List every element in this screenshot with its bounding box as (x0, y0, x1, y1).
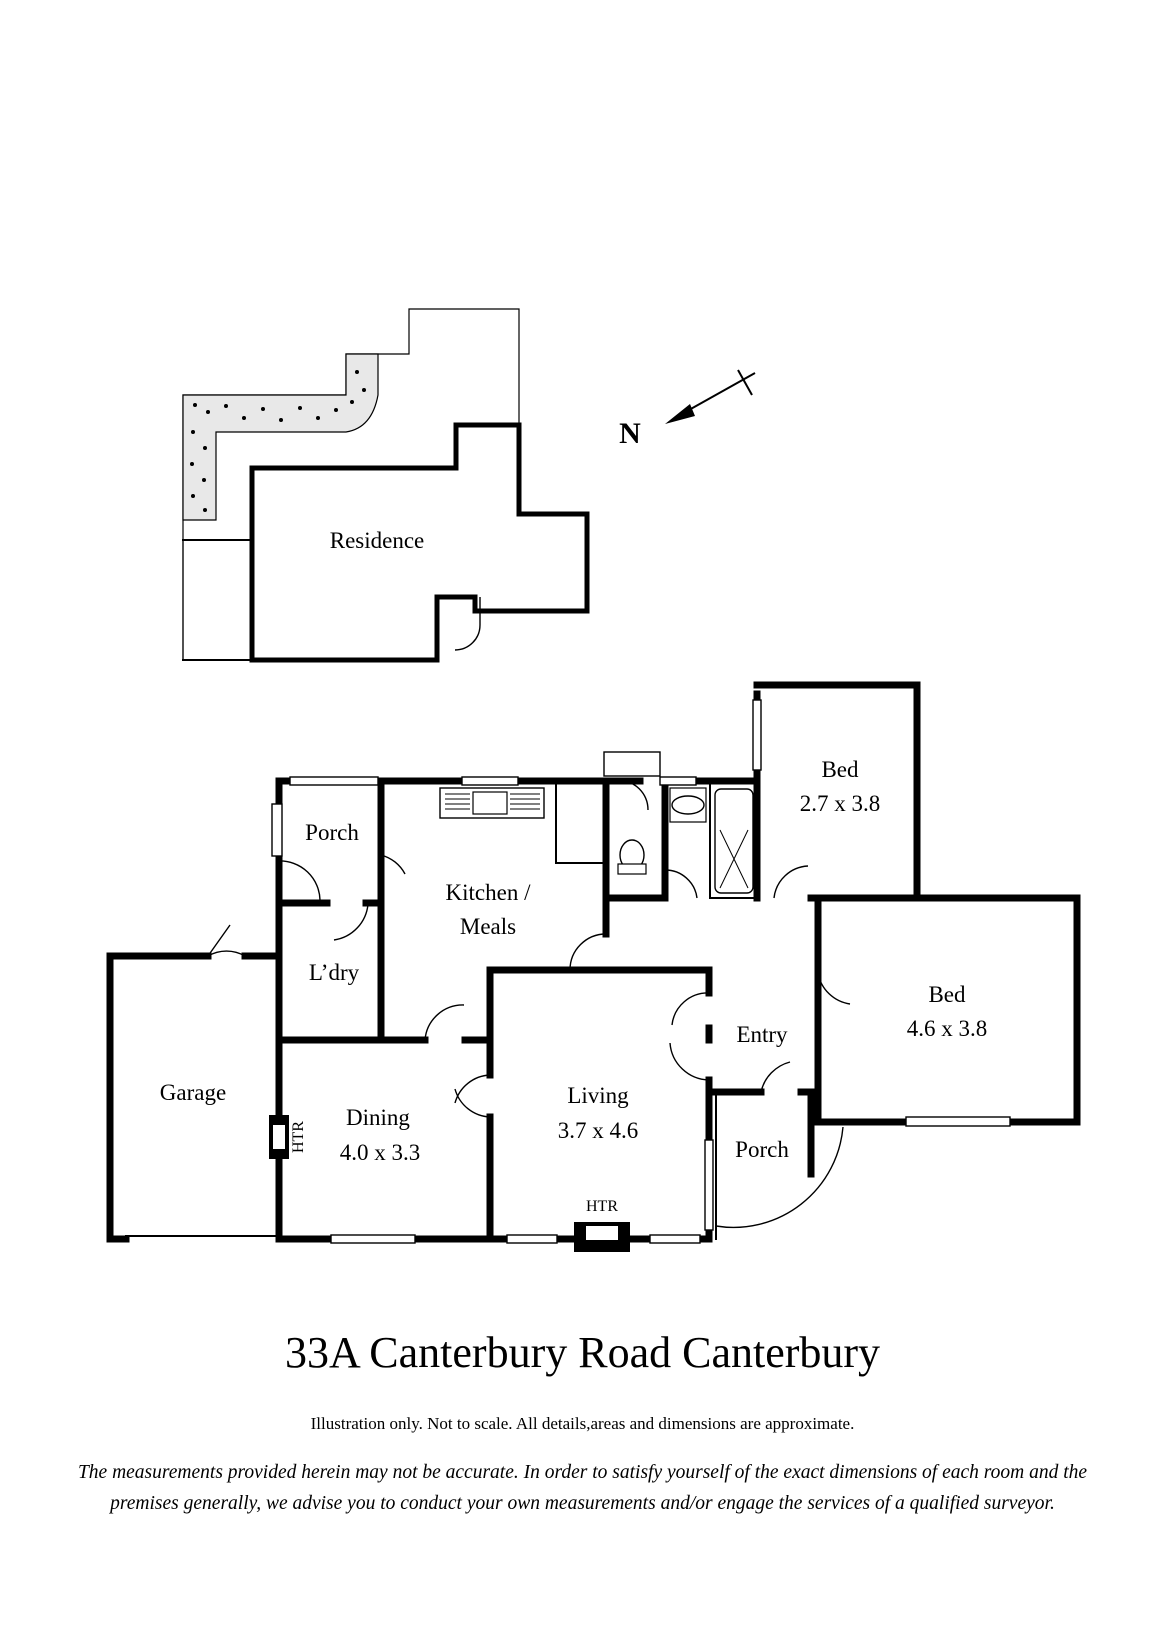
bed2-walls (807, 894, 1081, 1126)
bed2-label: Bed (928, 982, 966, 1007)
north-arrow: N (619, 369, 756, 450)
garage-label: Garage (160, 1080, 226, 1105)
kitchen-label-line1: Kitchen / (446, 880, 532, 905)
living-label: Living (567, 1083, 629, 1108)
porch-front-label: Porch (735, 1137, 789, 1162)
dining-size: 4.0 x 3.3 (340, 1140, 421, 1165)
north-label: N (619, 417, 641, 450)
kitchen-label-line2: Meals (460, 914, 516, 939)
laundry-label: L’dry (309, 960, 360, 985)
garden-bed (182, 353, 379, 521)
garage-walls (106, 952, 283, 1243)
garden-plants (190, 370, 366, 512)
bed1-label: Bed (821, 757, 859, 782)
measurement-note-line1: The measurements provided herein may not… (77, 1462, 1088, 1483)
heater-dining-label: HTR (290, 1121, 307, 1153)
bed1-size: 2.7 x 3.8 (800, 791, 881, 816)
living-size: 3.7 x 4.6 (558, 1118, 639, 1143)
room-labels: Porch Kitchen / Meals L’dry Garage Dinin… (160, 757, 987, 1215)
site-plan: Residence (182, 308, 590, 663)
residence-outline (249, 422, 590, 663)
residence-label: Residence (330, 528, 425, 553)
bed2-size: 4.6 x 3.8 (907, 1016, 988, 1041)
floor-plan (106, 681, 1081, 1252)
dining-label: Dining (346, 1105, 410, 1130)
scale-disclaimer: Illustration only. Not to scale. All det… (310, 1414, 855, 1433)
property-address: 33A Canterbury Road Canterbury (284, 1328, 881, 1377)
heater-living-label: HTR (586, 1198, 618, 1215)
measurement-note-line2: premises generally, we advise you to con… (110, 1493, 1055, 1514)
entry-label: Entry (736, 1022, 788, 1047)
porch-rear-label: Porch (305, 820, 359, 845)
living-walls (486, 966, 610, 1243)
